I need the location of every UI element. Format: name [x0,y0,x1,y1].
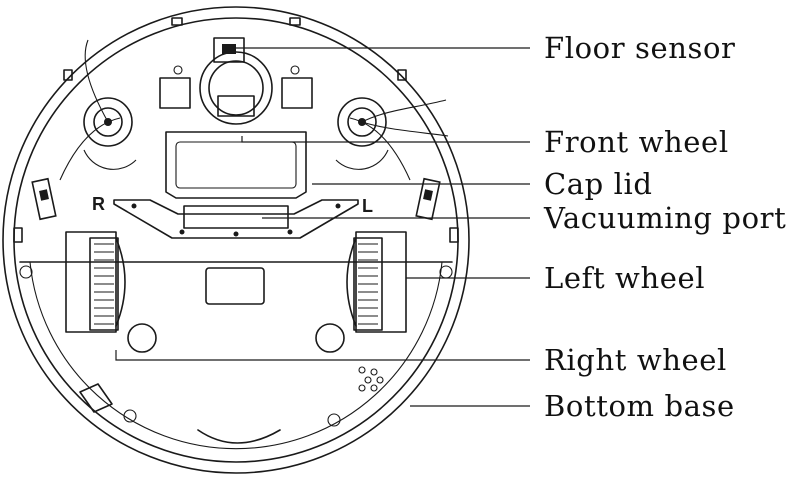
vent-holes [358,366,384,392]
cap-lid [165,131,307,199]
left-drive-wheel [346,231,407,333]
callout-front-wheel: Front wheel [544,125,729,159]
callout-right-wheel: Right wheel [544,343,727,377]
bumper-clips [13,17,459,243]
callout-left-wheel: Left wheel [544,261,706,295]
front-wheel-right-side [59,97,137,181]
callout-vacuuming-port: Vacuuming port [544,201,787,235]
side-latches [31,177,441,221]
side-brush-bristles [84,39,449,137]
vacuuming-port [113,199,359,239]
callout-floor-sensor: Floor sensor [544,31,736,65]
left-side-marking: L [362,196,373,216]
right-drive-wheel [65,231,126,333]
floor-sensor [159,37,313,125]
callout-bottom-base: Bottom base [544,389,735,423]
leader-lines [115,47,530,407]
outer-shell [2,6,470,474]
callout-cap-lid: Cap lid [544,167,653,201]
bottom-base-details [19,265,453,444]
right-side-marking: R [92,194,105,214]
